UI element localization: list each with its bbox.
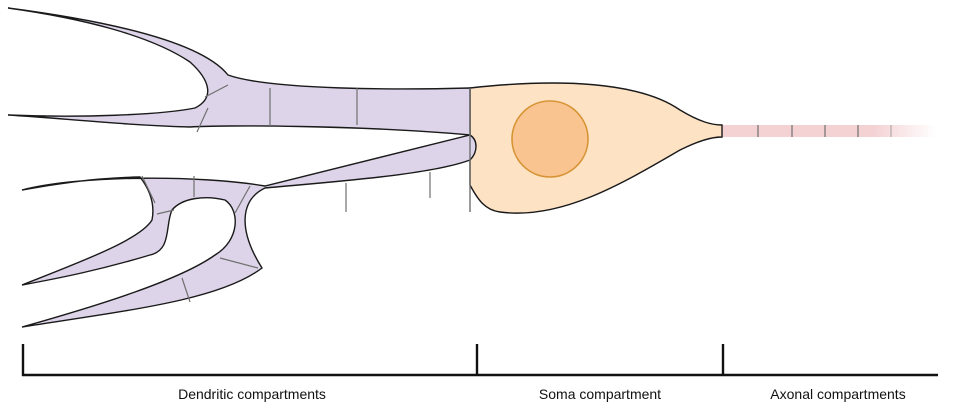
axon-body (722, 125, 936, 137)
upper-dendrite (8, 8, 470, 135)
compartment-bracket (22, 344, 938, 376)
axonal-compartments-label: Axonal compartments (770, 386, 905, 402)
nucleus (512, 101, 588, 177)
soma (470, 83, 722, 213)
lower-dendrite (22, 135, 476, 327)
dendritic-compartments-label: Dendritic compartments (178, 386, 326, 402)
axon (722, 125, 936, 137)
soma-compartment-label: Soma compartment (539, 386, 661, 402)
